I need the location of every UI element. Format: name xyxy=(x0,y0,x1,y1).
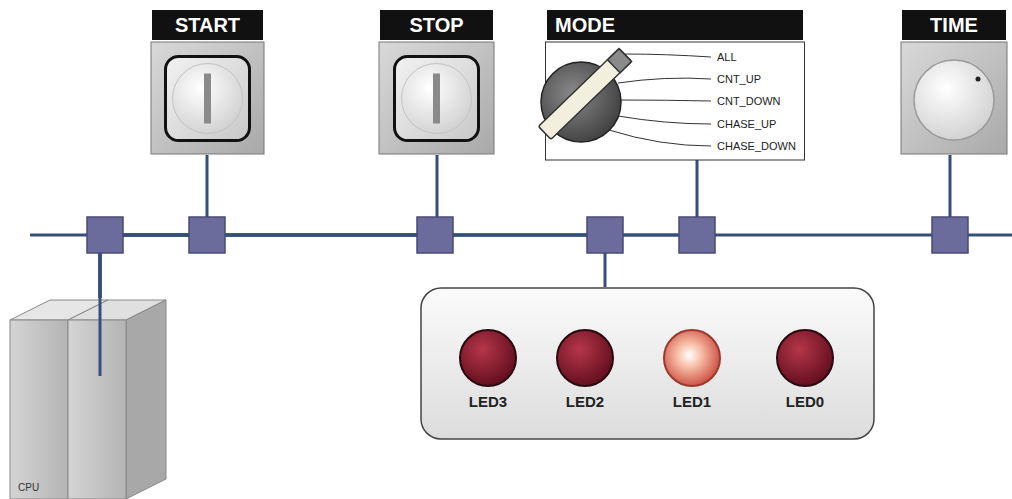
led-label: LED3 xyxy=(448,393,528,411)
cpu-face xyxy=(68,320,126,499)
header-label: TIME xyxy=(902,10,1006,40)
switch-bezel xyxy=(166,57,250,141)
cpu-bus-wire xyxy=(99,298,102,376)
cpu-face xyxy=(10,320,68,499)
header-label: MODE xyxy=(547,10,803,40)
led-lamp xyxy=(664,330,720,386)
led-lamp xyxy=(460,330,516,386)
mode-option-label: CNT_UP xyxy=(717,72,761,86)
leader-line xyxy=(625,54,711,57)
mode-option-label: ALL xyxy=(717,50,737,64)
mode-option-label: CHASE_DOWN xyxy=(717,139,796,153)
bus-junction xyxy=(932,217,968,253)
leader-line xyxy=(618,116,711,124)
bus-connector xyxy=(100,160,697,298)
switch-bezel xyxy=(395,57,479,141)
mode-option-label: CHASE_UP xyxy=(717,117,776,131)
led-panel-housing xyxy=(421,288,874,439)
led-panel-drawing xyxy=(420,287,875,440)
led-label: LED1 xyxy=(652,393,732,411)
bus-junctions xyxy=(87,217,968,253)
switch-mark xyxy=(204,74,211,124)
bus-junction xyxy=(189,217,225,253)
cpu-module: CPU xyxy=(8,298,173,499)
bus-connector xyxy=(100,155,437,298)
bus-connector xyxy=(100,155,950,298)
cpu-module-drawing xyxy=(8,298,173,499)
header-label: START xyxy=(152,10,263,40)
mode-option-label: CNT_DOWN xyxy=(717,94,781,108)
stop-switch: STOP xyxy=(378,10,495,155)
bus-junction xyxy=(417,217,453,253)
bus-junction xyxy=(587,217,623,253)
selector-lever xyxy=(538,49,631,140)
mode-selector: MODE ALL CNT_UP CNT_DOWN CHASE_UP CHASE_DOWN xyxy=(545,10,805,160)
knob-dot xyxy=(976,77,981,82)
leader-line xyxy=(609,130,711,146)
knob-housing xyxy=(901,42,1007,154)
cpu-label: CPU xyxy=(18,482,39,494)
header-label: STOP xyxy=(380,10,493,40)
led-label: LED0 xyxy=(765,393,845,411)
switch-cap xyxy=(173,64,243,134)
bus-junction xyxy=(679,217,715,253)
led-lamp xyxy=(777,330,833,386)
switch-mark xyxy=(433,74,440,124)
time-knob: TIME xyxy=(900,10,1008,155)
led-lamp xyxy=(557,330,613,386)
cpu-face xyxy=(126,300,166,499)
switch-cap xyxy=(402,64,472,134)
switch-housing xyxy=(379,42,494,154)
leader-line xyxy=(621,100,711,101)
start-switch: START xyxy=(150,10,265,155)
switch-housing xyxy=(151,42,264,154)
knob xyxy=(914,60,994,140)
led-panel: LED3 LED2 LED1 LED0 xyxy=(420,287,875,440)
leader-line xyxy=(618,78,711,83)
bus-junction xyxy=(87,217,123,253)
led-label: LED2 xyxy=(545,393,625,411)
